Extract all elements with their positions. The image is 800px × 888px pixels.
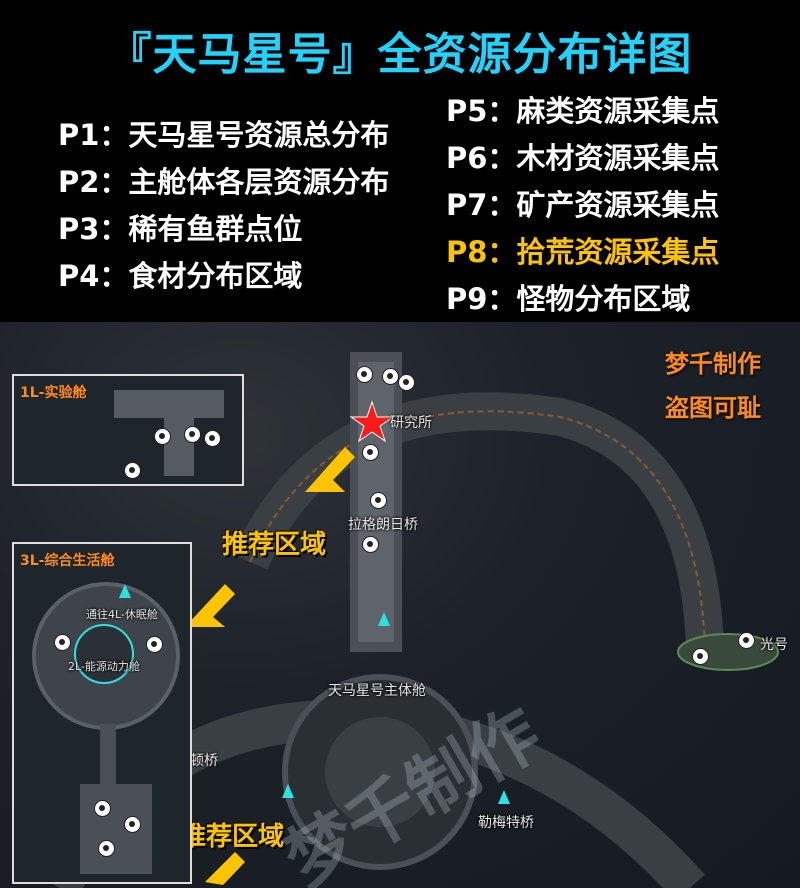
resource-icon: [398, 374, 415, 391]
list-item-p8: P8：拾荒资源采集点: [446, 235, 720, 269]
arrow-left: [185, 584, 235, 627]
inset-lab-corridor: [164, 416, 194, 476]
resource-icon: [356, 366, 373, 383]
list-item-p2: P2：主舱体各层资源分布: [58, 165, 390, 199]
page-title: 『天马星号』全资源分布详图: [107, 29, 693, 80]
inset-living-text2: 2L-能源动力舱: [68, 660, 140, 673]
list-item-p1: P1：天马星号资源总分布: [58, 118, 390, 152]
inset-living-text1: 通往4L-休眠舱: [86, 608, 158, 621]
arrow-lower: [205, 852, 245, 885]
resource-icon: [184, 426, 201, 443]
label-ship-right: 光号: [760, 637, 788, 653]
list-left: P1：天马星号资源总分布 P2：主舱体各层资源分布 P3：稀有鱼群点位 P4：食…: [58, 112, 389, 300]
list-item-p3: P3：稀有鱼群点位: [58, 212, 303, 246]
recommend-area-2: 推荐区域: [180, 822, 285, 852]
resource-icon: [124, 816, 141, 833]
list-item-p6: P6：木材资源采集点: [446, 141, 720, 175]
resource-icon: [146, 636, 163, 653]
resource-icon: [154, 428, 171, 445]
resource-icon: [124, 462, 141, 479]
resource-icon: [692, 648, 709, 665]
label-lagrange-bridge: 拉格朗日桥: [348, 517, 418, 533]
special-icon: [498, 790, 510, 804]
inset-living-label: 3L-综合生活舱: [20, 553, 115, 569]
list-item-p7: P7：矿产资源采集点: [446, 188, 720, 222]
label-lemeite-bridge: 勒梅特桥: [478, 815, 534, 831]
resource-icon: [370, 492, 387, 509]
inset-living-core: [74, 624, 134, 684]
map-structures: [42, 352, 779, 888]
watermark-line1: 梦千制作: [665, 350, 761, 378]
main-cabin-core: [325, 717, 435, 827]
list-item-p9: P9：怪物分布区域: [446, 282, 691, 316]
resource-icon: [382, 368, 399, 385]
resource-icon: [98, 840, 115, 857]
map-area[interactable]: 梦千制作 梦千制作 盗图可耻 研究所 拉格朗日桥 天马星号主体舱 顿桥 勒梅特桥…: [0, 322, 800, 888]
special-icon: [378, 612, 390, 626]
list-item-p5: P5：麻类资源采集点: [446, 94, 720, 128]
resource-icon: [738, 632, 755, 649]
label-dun-bridge: 顿桥: [190, 753, 218, 769]
arrow-upper: [305, 447, 355, 492]
resource-icon: [94, 800, 111, 817]
resource-icon: [362, 444, 379, 461]
inset-living-room: [80, 784, 152, 874]
label-lab: 研究所: [390, 415, 432, 431]
special-icon: [119, 584, 131, 598]
upper-ring-rail: [249, 410, 706, 653]
inset-lab-structure: [114, 390, 224, 418]
recommend-area-1: 推荐区域: [222, 530, 327, 560]
resource-icon: [54, 634, 71, 651]
resource-icon: [204, 430, 221, 447]
inset-lab-1l[interactable]: 1L-实验舱: [12, 374, 244, 486]
resource-icon: [362, 536, 379, 553]
special-icon: [282, 784, 294, 798]
inset-living-3l[interactable]: 3L-综合生活舱 通往4L-休眠舱 2L-能源动力舱: [12, 542, 192, 884]
inset-living-corridor: [100, 724, 116, 784]
star-marker: [349, 400, 395, 443]
label-main-cabin: 天马星号主体舱: [328, 683, 426, 699]
list-right: P5：麻类资源采集点 P6：木材资源采集点 P7：矿产资源采集点 P8：拾荒资源…: [446, 88, 719, 323]
header: 『天马星号』全资源分布详图 P1：天马星号资源总分布 P2：主舱体各层资源分布 …: [0, 0, 800, 320]
watermark-line2: 盗图可耻: [665, 394, 761, 422]
inset-lab-label: 1L-实验舱: [20, 385, 87, 401]
list-item-p4: P4：食材分布区域: [58, 259, 303, 293]
